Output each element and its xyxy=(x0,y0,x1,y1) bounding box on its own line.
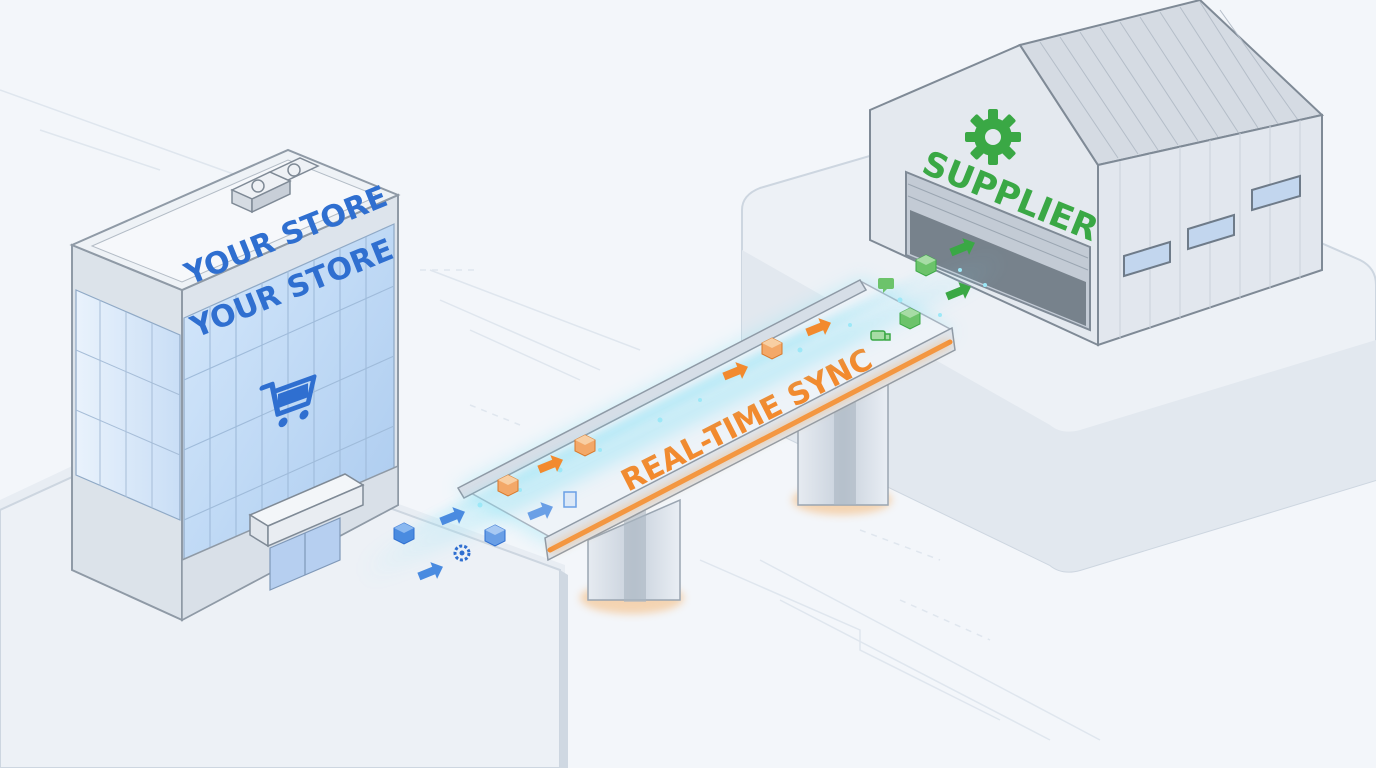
package-icon xyxy=(574,434,596,457)
gear-icon xyxy=(965,109,1021,165)
package-icon xyxy=(484,524,506,547)
arrow-icon xyxy=(537,455,563,474)
arrow-icon xyxy=(722,362,748,381)
arrow-icon xyxy=(945,282,971,301)
package-icon xyxy=(393,522,415,545)
package-icon xyxy=(761,337,783,360)
package-icon xyxy=(915,254,937,277)
bridge-pillar-left xyxy=(580,498,684,614)
gear-small-icon xyxy=(453,544,471,562)
chat-icon xyxy=(878,278,894,293)
store-building: YOUR STORE YOUR STORE xyxy=(69,148,401,622)
data-stream xyxy=(360,250,1005,585)
document-icon xyxy=(563,491,577,508)
arrow-icon xyxy=(805,318,831,337)
arrow-icon xyxy=(527,502,553,521)
arrow-icon xyxy=(439,507,465,526)
flow-items xyxy=(393,238,975,581)
arrow-icon xyxy=(949,238,975,257)
arrow-icon xyxy=(417,562,443,581)
package-icon xyxy=(497,474,519,497)
rooftop-ac-units xyxy=(230,157,320,214)
shopping-cart-icon xyxy=(259,374,317,428)
truck-icon xyxy=(870,330,891,341)
package-icon xyxy=(899,307,921,330)
